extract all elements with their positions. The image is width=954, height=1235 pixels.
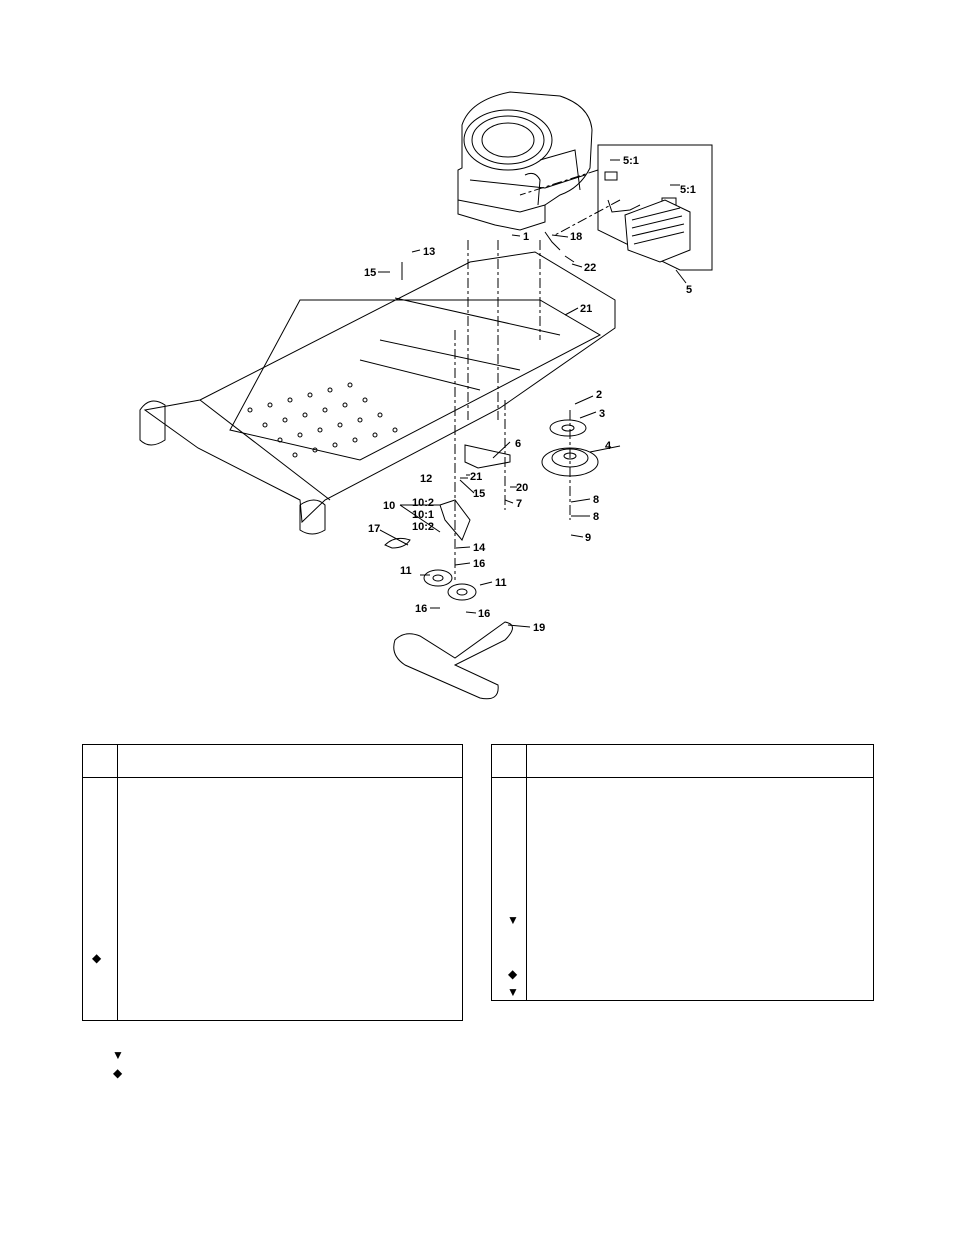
diamond-marker: ◆ [92, 951, 102, 965]
callout-10-2a: 10:2 [412, 497, 434, 509]
engine-drawing [457, 91, 593, 231]
callout-5-1b: 5:1 [680, 184, 696, 196]
callout-labels: 1 2 3 4 5 5:1 5:1 6 7 8 8 9 10 10:2 10:1… [364, 155, 696, 634]
column-divider [526, 745, 527, 1000]
callout-9: 9 [585, 532, 591, 544]
callout-16c: 16 [478, 608, 490, 620]
callout-3: 3 [599, 408, 605, 420]
legend-triangle-symbol: ▼ [112, 1048, 124, 1062]
triangle-marker: ▼ [507, 913, 519, 927]
callout-22: 22 [584, 262, 596, 274]
callout-2: 2 [596, 389, 602, 401]
callout-21a: 21 [580, 303, 592, 315]
callout-8b: 8 [593, 511, 599, 523]
callout-10-1: 10:1 [412, 509, 434, 521]
callout-16a: 16 [473, 558, 485, 570]
column-divider [117, 745, 118, 1020]
diamond-marker: ◆ [508, 967, 518, 981]
callout-19: 19 [533, 622, 545, 634]
callout-5-1a: 5:1 [623, 155, 639, 167]
belt-drawing [393, 621, 513, 700]
callout-10: 10 [383, 500, 395, 512]
callout-14: 14 [473, 542, 486, 554]
callout-10-2b: 10:2 [412, 521, 434, 533]
callout-12: 12 [420, 473, 432, 485]
table-header-row [492, 745, 873, 778]
callout-15a: 15 [364, 267, 376, 279]
callout-4: 4 [605, 440, 612, 452]
triangle-marker: ▼ [507, 985, 519, 999]
parts-table-right: ▼ ◆ ▼ [491, 744, 874, 1001]
muffler-drawing [544, 144, 713, 271]
callout-6: 6 [515, 438, 521, 450]
callout-15b: 15 [473, 488, 485, 500]
leader-lines [378, 159, 687, 628]
callout-7: 7 [516, 498, 522, 510]
callout-17: 17 [368, 523, 380, 535]
callout-18: 18 [570, 231, 582, 243]
callout-1: 1 [523, 231, 529, 243]
callout-5: 5 [686, 284, 692, 296]
callout-16b: 16 [415, 603, 427, 615]
callout-20: 20 [516, 482, 528, 494]
table-header-row [83, 745, 462, 778]
frame-drawing [139, 251, 616, 535]
exploded-parts-diagram: 1 2 3 4 5 5:1 5:1 6 7 8 8 9 10 10:2 10:1… [139, 91, 713, 700]
parts-table-left: ◆ [82, 744, 463, 1021]
callout-13: 13 [423, 246, 435, 258]
floor-plate-holes [247, 382, 398, 458]
legend-diamond-symbol: ◆ [113, 1066, 123, 1080]
callout-11a: 11 [400, 565, 412, 577]
callout-11b: 11 [495, 577, 507, 589]
callout-8a: 8 [593, 494, 599, 506]
alignment-lines [454, 169, 621, 580]
callout-21b: 21 [470, 471, 482, 483]
